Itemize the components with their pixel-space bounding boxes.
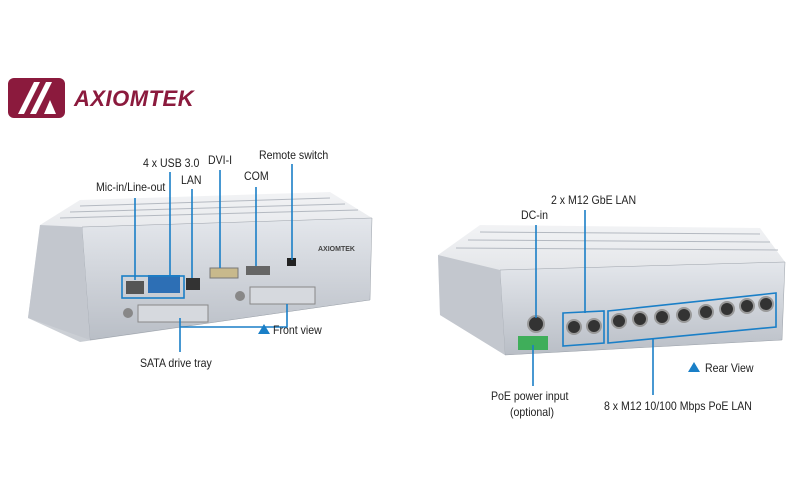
label-com: COM xyxy=(244,169,269,183)
label-sata-drive-tray: SATA drive tray xyxy=(140,356,212,370)
front-device-image: AXIOMTEK xyxy=(28,192,373,342)
label-remote-switch: Remote switch xyxy=(259,148,329,162)
callout-lines xyxy=(121,164,777,395)
label-poe-lan: 8 x M12 10/100 Mbps PoE LAN xyxy=(604,399,752,413)
label-poe-power-input: PoE power input xyxy=(491,389,569,403)
label-dc-in: DC-in xyxy=(521,208,548,222)
brand-logo-text: AXIOMTEK xyxy=(74,86,195,111)
label-gbe-lan: 2 x M12 GbE LAN xyxy=(551,193,637,207)
label-dvi: DVI-I xyxy=(208,153,233,167)
label-lan: LAN xyxy=(181,173,202,187)
label-poe-power-optional: (optional) xyxy=(510,405,555,419)
svg-text:AXIOMTEK: AXIOMTEK xyxy=(318,246,355,253)
label-usb: 4 x USB 3.0 xyxy=(143,156,200,170)
rear-view-caption: Rear View xyxy=(705,361,754,375)
label-mic-line-out: Mic-in/Line-out xyxy=(96,180,166,194)
rear-view-triangle-icon xyxy=(688,362,700,372)
rear-device-image xyxy=(438,225,786,356)
axiomtek-logo-mark xyxy=(8,78,65,118)
front-view-triangle-icon xyxy=(258,324,270,334)
front-view-caption: Front view xyxy=(273,323,322,337)
